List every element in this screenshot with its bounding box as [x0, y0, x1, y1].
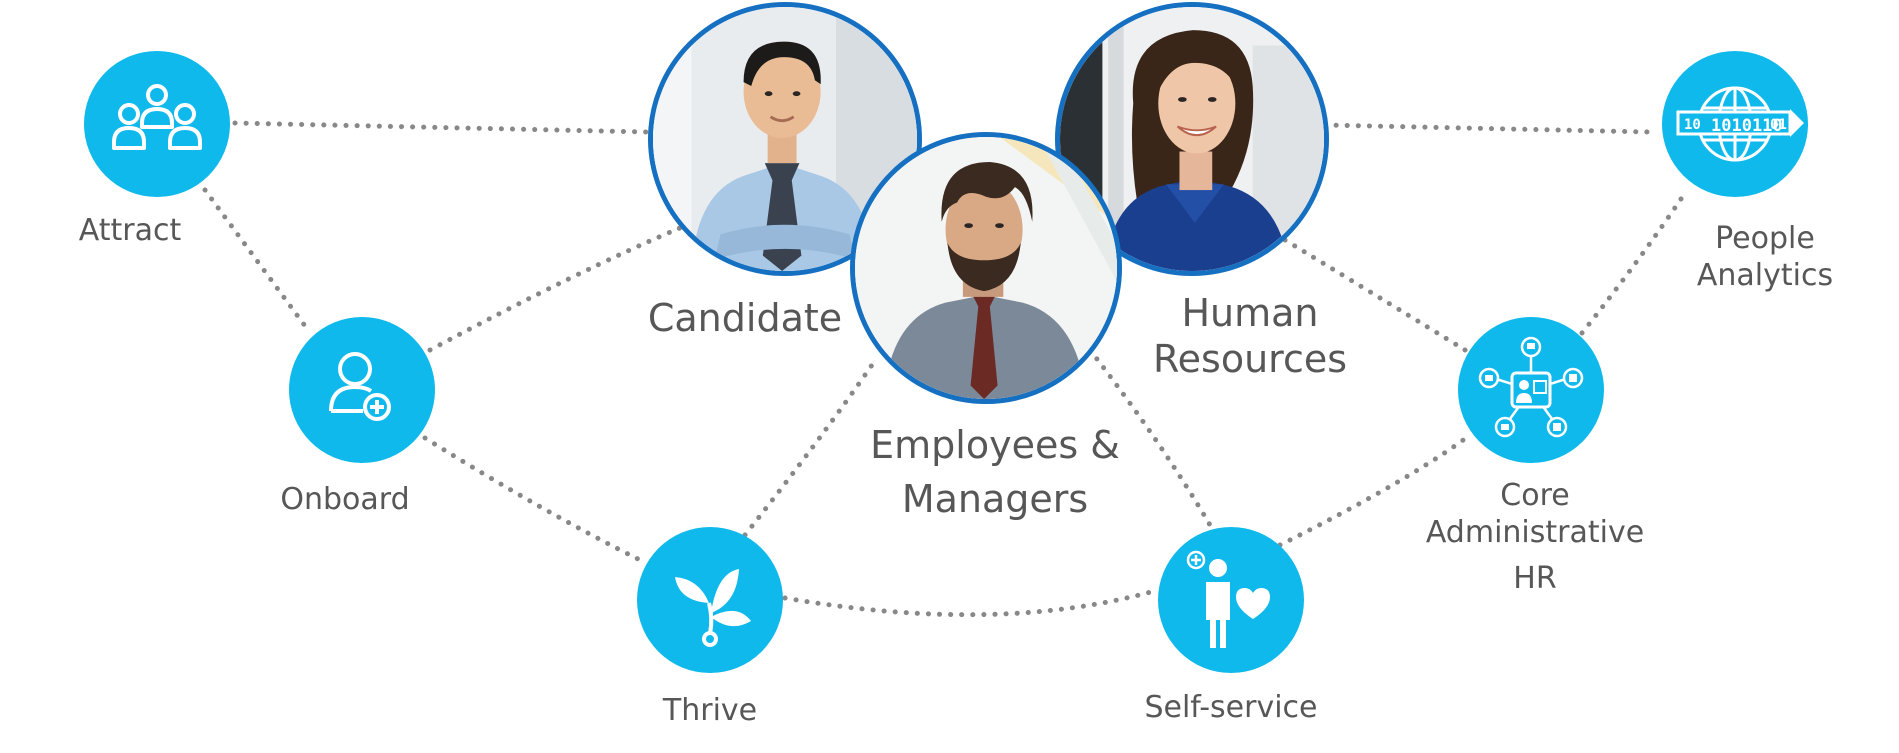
employees-photo[interactable]	[850, 132, 1122, 404]
hub-network-icon	[1478, 336, 1584, 438]
self-service-node[interactable]	[1158, 527, 1304, 673]
people-analytics-label-line1: People	[1715, 221, 1815, 256]
core-hr-node[interactable]	[1458, 317, 1604, 463]
thrive-node[interactable]	[637, 527, 783, 673]
thrive-label: Thrive	[662, 693, 758, 728]
attract-node[interactable]	[84, 51, 230, 197]
onboard-node[interactable]	[289, 317, 435, 463]
globe-data-icon: 10 1010110 01	[1676, 86, 1804, 162]
person-heart-icon	[1186, 550, 1270, 648]
core-hr-label: Core Administrative HR	[1425, 478, 1645, 598]
connector-onboard-candidate	[427, 225, 683, 353]
globe-bits-center: 1010110	[1711, 116, 1783, 136]
people-analytics-node[interactable]: 10 1010110 01	[1662, 51, 1808, 197]
connector-onboard-thrive	[422, 435, 643, 563]
people-group-icon	[112, 84, 202, 150]
connector-hr-analytics	[1322, 122, 1653, 135]
self-service-label: Self-service	[1144, 690, 1318, 725]
add-user-icon	[329, 352, 391, 421]
employees-label-line2: Managers	[901, 477, 1089, 522]
onboard-label: Onboard	[280, 482, 410, 517]
connector-thrive-selfservice	[782, 587, 1161, 618]
attract-label: Attract	[78, 213, 182, 248]
connector-attract-candidate	[232, 120, 651, 135]
hr-label-line1: Human	[1181, 291, 1319, 335]
employees-label-line1: Employees &	[870, 423, 1120, 467]
globe-bits-left: 10	[1684, 117, 1701, 133]
hr-label-line2: Resources	[1152, 337, 1348, 382]
core-hr-label-line1: Core	[1500, 478, 1570, 513]
sprout-icon	[675, 569, 751, 647]
connector-selfservice-corehr	[1277, 432, 1473, 548]
connector-employees-selfservice	[1087, 347, 1213, 528]
candidate-label: Candidate	[647, 296, 843, 340]
core-hr-label-line2: Administrative	[1425, 514, 1645, 550]
people-analytics-label: People Analytics	[1675, 221, 1855, 294]
globe-bits-right: 01	[1770, 117, 1787, 133]
employees-label: Employees & Managers	[850, 422, 1140, 523]
bearded-man-photo	[855, 137, 1117, 399]
core-hr-label-line3: HR	[1513, 561, 1557, 597]
people-analytics-label-line2: Analytics	[1696, 257, 1834, 293]
hr-label: Human Resources	[1130, 290, 1370, 383]
connector-attract-onboard	[202, 187, 311, 333]
connector-corehr-analytics	[1579, 190, 1688, 336]
